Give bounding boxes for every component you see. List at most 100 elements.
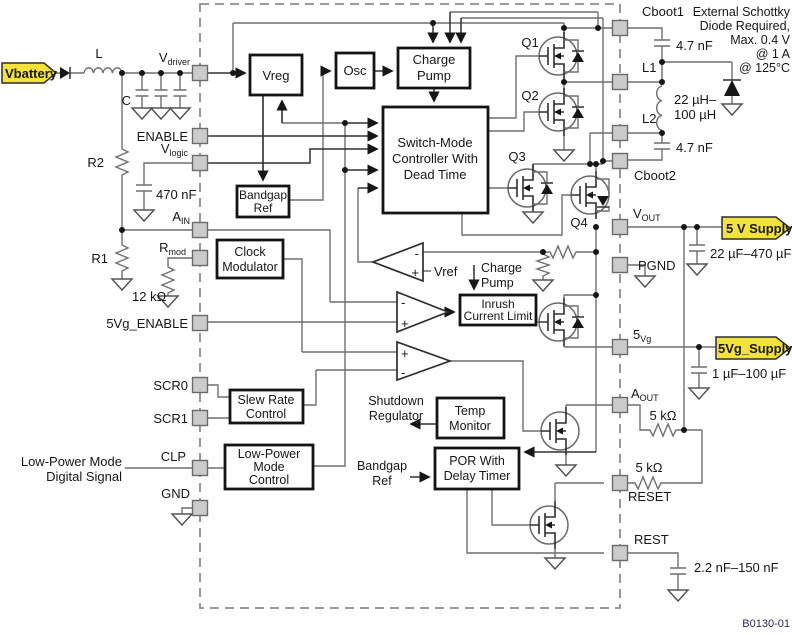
pin-l2 xyxy=(611,124,629,142)
junction-dot xyxy=(600,158,606,164)
label-rmod-main: R xyxy=(159,240,168,255)
comp2-plus: + xyxy=(401,316,409,331)
resistor-r2 xyxy=(114,146,130,178)
schottky-diode xyxy=(723,79,741,96)
label-c5vg-value: 1 µF–100 µF xyxy=(712,366,786,381)
junction-dot xyxy=(561,79,567,85)
pin-enable xyxy=(191,127,209,145)
vbattery-flag xyxy=(1,62,58,84)
label-l2: L2 xyxy=(642,111,656,126)
transistors: Q1 Q2 Q3 Q4 xyxy=(507,31,610,550)
resistor-feedback-series xyxy=(548,244,580,260)
comparator-3 xyxy=(396,340,453,382)
label-enable: ENABLE xyxy=(137,129,189,144)
label-5vg-main: 5 xyxy=(633,327,640,342)
vref-label: Vref xyxy=(434,264,458,279)
label-rmod-sub: mod xyxy=(168,247,186,257)
function-blocks: Vreg Osc Charge Pump Switch-Mode Control… xyxy=(215,46,538,491)
junction-dots xyxy=(119,20,702,433)
diode-triangle xyxy=(724,80,740,96)
pin-clp xyxy=(191,459,209,477)
pin-pgnd xyxy=(611,256,629,274)
label-5vg: 5Vg xyxy=(633,327,651,344)
label-vout: VOUT xyxy=(633,206,661,223)
label-5k-reset: 5 kΩ xyxy=(635,460,662,475)
shutdown-reg-line2: Regulator xyxy=(369,409,423,423)
pin-5vg-enable xyxy=(191,314,209,332)
body-diode-q4 xyxy=(596,178,610,212)
block-temp-monitor xyxy=(435,396,506,440)
label-470nf: 470 nF xyxy=(156,187,197,202)
label-vout-main: V xyxy=(633,206,642,221)
5vg-supply-flag xyxy=(715,336,792,360)
block-controller-line3: Dead Time xyxy=(404,167,467,182)
junction-dot xyxy=(230,70,236,76)
schottky-note-line4: @ 1 A xyxy=(756,47,791,61)
comp3-plus: + xyxy=(401,346,409,361)
label-lout-1: 22 µH– xyxy=(674,92,717,107)
block-bandgap xyxy=(235,184,291,219)
block-osc-label: Osc xyxy=(343,63,367,78)
label-vdriver: Vdriver xyxy=(159,50,190,67)
component-labels: L C R2 R1 12 kΩ 470 nF 4.7 nF 22 µH– 100… xyxy=(87,38,791,575)
label-r1: R1 xyxy=(91,251,108,266)
ic-boundary xyxy=(199,3,621,609)
schottky-note-line1: External Schottky xyxy=(693,5,791,19)
label-vlogic: Vlogic xyxy=(161,141,189,158)
junction-dot xyxy=(342,167,348,173)
label-cboot2: Cboot2 xyxy=(634,168,676,183)
inductor-output xyxy=(656,85,663,131)
resistor-reset-5k xyxy=(633,475,665,491)
label-crest-value: 2.2 nF–150 nF xyxy=(694,560,779,575)
lpm-signal-line2: Digital Signal xyxy=(46,469,122,484)
pin-aout xyxy=(611,396,629,414)
q3-label: Q3 xyxy=(508,149,525,164)
block-inrush xyxy=(458,293,538,327)
block-controller xyxy=(381,105,490,215)
signal-arrows xyxy=(208,12,596,483)
junction-dot xyxy=(659,59,665,65)
junction-dot xyxy=(681,224,687,230)
pin-vout xyxy=(611,218,629,236)
label-cboot1-value: 4.7 nF xyxy=(676,38,713,53)
junction-dot xyxy=(659,130,665,136)
label-reset: RESET xyxy=(628,489,671,504)
label-scr0: SCR0 xyxy=(153,378,188,393)
junction-dot xyxy=(540,249,546,255)
body-diode-q2 xyxy=(564,95,584,129)
comp3-minus: - xyxy=(401,365,405,380)
comp1-minus: - xyxy=(415,246,419,261)
schottky-note-line2: Diode Required, xyxy=(700,19,790,33)
block-vreg-label: Vreg xyxy=(263,68,290,83)
label-vout-sub: OUT xyxy=(642,213,662,223)
lpm-signal-line1: Low-Power Mode xyxy=(21,454,122,469)
block-controller-line1: Switch-Mode xyxy=(397,135,472,150)
block-lpm-line1: Low-Power xyxy=(238,447,301,461)
junction-dot xyxy=(681,427,687,433)
block-bandgap-line1: Bandgap xyxy=(239,188,287,202)
schottky-note-line5: @ 125°C xyxy=(739,61,790,75)
shutdown-reg-line1: Shutdown xyxy=(368,394,424,408)
label-vdriver-sub: driver xyxy=(167,57,190,67)
pin-scr1 xyxy=(191,409,209,427)
bandgap-src-line2: Ref xyxy=(372,474,392,488)
label-ain: AIN xyxy=(172,209,190,226)
junction-dot xyxy=(561,25,567,31)
block-temp-line1: Temp xyxy=(455,404,486,418)
pin-scr0 xyxy=(191,376,209,394)
q1-label: Q1 xyxy=(521,35,538,50)
pin-vlogic xyxy=(191,154,209,172)
resistor-aout-5k xyxy=(648,422,680,438)
junction-dot xyxy=(139,70,145,76)
label-5k-aout: 5 kΩ xyxy=(649,408,676,423)
junction-dot xyxy=(119,227,125,233)
block-charge-pump-line2: Pump xyxy=(417,68,451,83)
block-por-line2: Delay Timer xyxy=(444,469,511,483)
label-rest: REST xyxy=(634,532,669,547)
arrow-controller-in3 xyxy=(208,143,379,164)
block-osc xyxy=(334,51,376,90)
notes: External Schottky Diode Required, Max. 0… xyxy=(21,5,791,630)
supply-flags: Vbattery 5 V Supply 5Vg_Supply xyxy=(1,62,792,360)
label-l: L xyxy=(95,46,102,61)
